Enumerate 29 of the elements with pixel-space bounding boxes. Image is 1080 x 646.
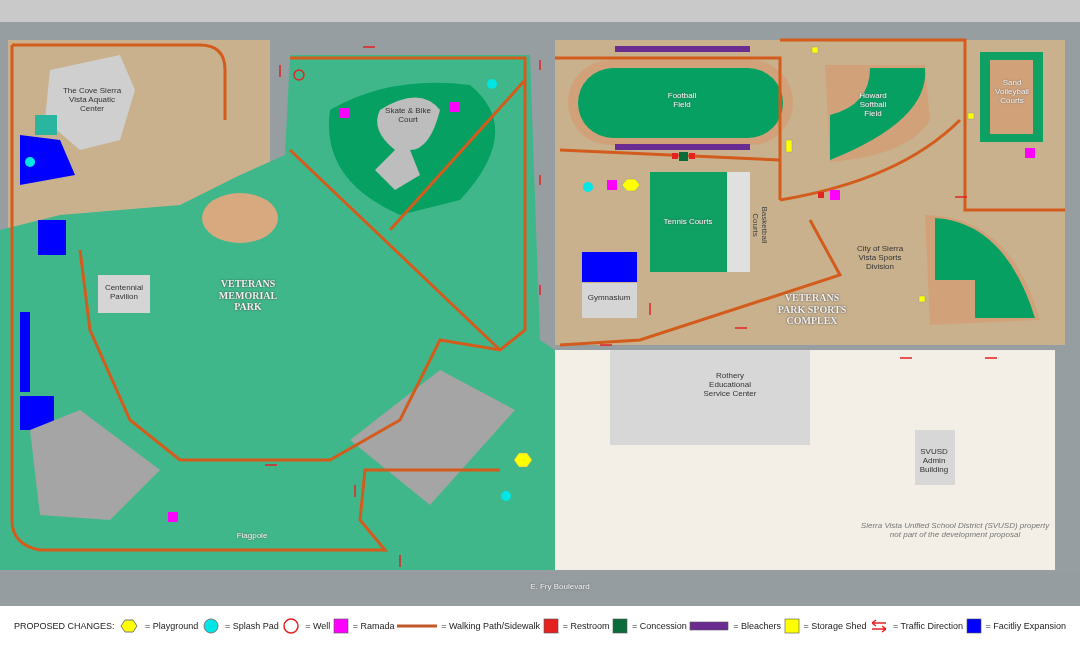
legend-label: = Concession — [631, 621, 687, 631]
field-label: Howard Softball Field — [858, 91, 888, 119]
property-note: Sierra Vista Unified School District (SVUSD) property not part of the development proposal — [860, 520, 1050, 540]
building-label: The Cove Sierra Vista Aquatic Center — [62, 86, 122, 114]
street-label: E. Fry Boulevard — [529, 582, 591, 592]
legend-label: = Playground — [145, 621, 199, 631]
court-label: Basketball Courts — [750, 205, 770, 246]
complex-label: VETERANS PARK SPORTS COMPLEX — [776, 291, 848, 327]
court-label: Tennis Courts — [662, 217, 714, 227]
legend-label: = Bleachers — [733, 621, 782, 631]
legend-label: = Walking Path/Sidewalk — [441, 621, 541, 631]
court-label: Skate & Bike Court — [384, 105, 432, 125]
legend-label: = Ramada — [352, 621, 395, 631]
legend-label: = Restroom — [562, 621, 610, 631]
legend-label: = Well — [305, 621, 331, 631]
landmark-label: Flagpole — [235, 531, 269, 541]
legend-label: = Facitliy Expansion — [985, 621, 1066, 631]
court-label: Sand Volleyball Courts — [994, 78, 1030, 106]
building-label: City of Sierra Vista Sports Division — [855, 244, 905, 272]
legend-title: PROPOSED CHANGES: — [14, 621, 115, 631]
legend-label: = Splash Pad — [224, 621, 279, 631]
legend-label: = Storage Shed — [803, 621, 867, 631]
legend-label: = Traffic Direction — [892, 621, 964, 631]
field-label: Football Field — [666, 90, 698, 110]
park-label: VETERANS MEMORIAL PARK — [217, 277, 279, 313]
building-label: Rothery Educational Service Center — [702, 371, 758, 399]
building-label: Centennial Pavilion — [103, 282, 145, 302]
building-label: Gymnasium — [586, 293, 632, 303]
building-label: SVUSD Admin Building — [918, 447, 950, 475]
